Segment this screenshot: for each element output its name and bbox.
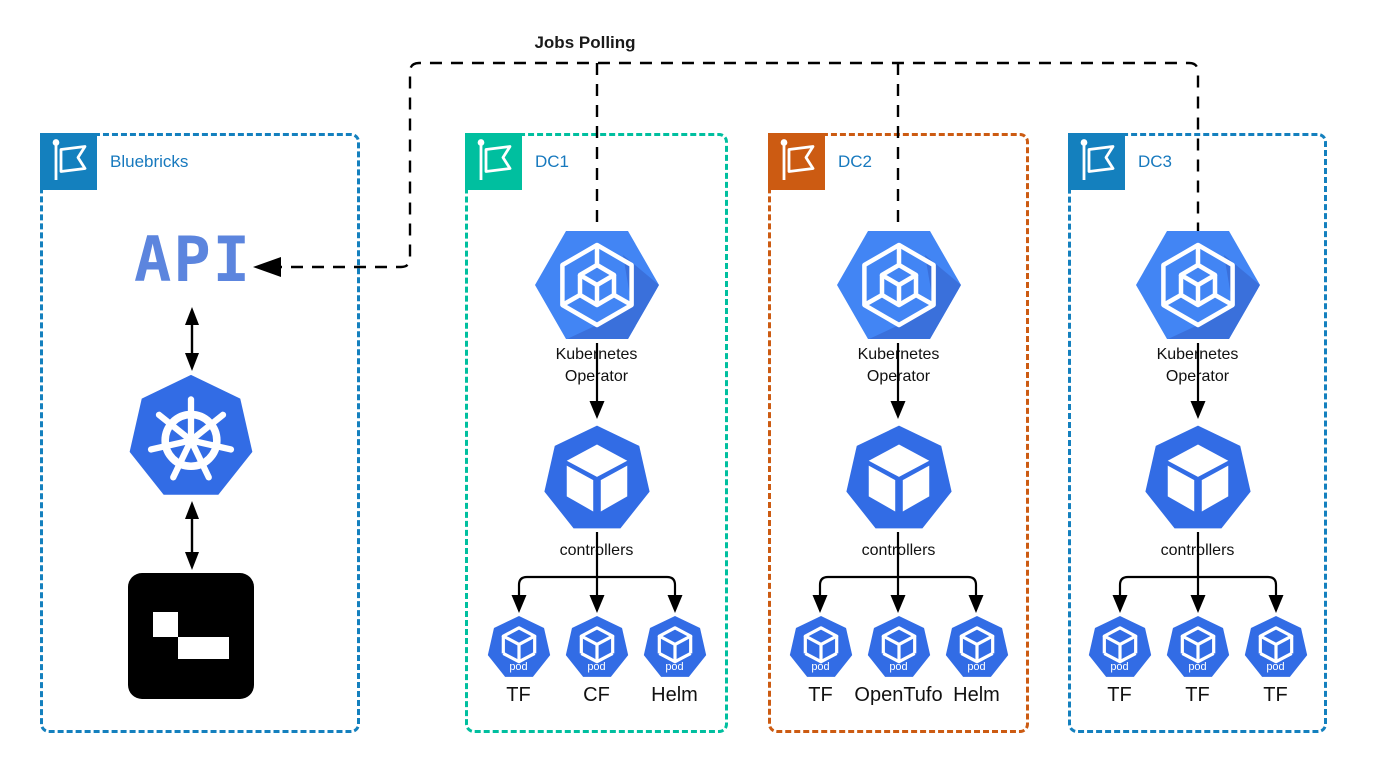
jobs-polling-dashed-line: [270, 61, 1200, 269]
pod-icon: pod: [487, 615, 551, 679]
pod-icon: pod: [565, 615, 629, 679]
kubernetes-operator-label: Kubernetes Operator: [1156, 346, 1239, 385]
pod-icon: pod: [1088, 615, 1152, 679]
kubernetes-operator-label: Kubernetes Operator: [555, 346, 638, 385]
pod-badge: pod: [967, 661, 986, 673]
pod-label: Helm: [953, 684, 1000, 706]
bluebricks-logo-rect: [178, 637, 229, 659]
controllers-label: controllers: [861, 542, 936, 559]
pod-icon: pod: [867, 615, 931, 679]
pod-icon: pod: [1244, 615, 1308, 679]
pod-label: TF: [808, 684, 833, 706]
controllers-label: controllers: [1160, 542, 1235, 559]
pod-badge: pod: [587, 661, 606, 673]
dc1-container: DC1 Kubernetes Operator controllers: [465, 133, 728, 733]
kubernetes-operator-label: Kubernetes Operator: [857, 346, 940, 385]
dc1-label: DC1: [535, 152, 570, 171]
bluebricks-logo-square: [153, 612, 178, 637]
pod-icon: pod: [789, 615, 853, 679]
jobs-polling-label: Jobs Polling: [534, 33, 636, 52]
pod-label: Helm: [651, 684, 698, 706]
pod-badge: pod: [889, 661, 908, 673]
kubernetes-wheel-icon: [129, 374, 253, 495]
dc3-label: DC3: [1138, 152, 1173, 171]
pod-badge: pod: [1266, 661, 1285, 673]
pod-icon: pod: [945, 615, 1009, 679]
gke-hexagon-icon: [836, 231, 961, 339]
gke-hexagon-icon: [1135, 231, 1260, 339]
controllers-icon: [845, 425, 952, 529]
flag-icon: [40, 133, 97, 190]
dc3-container: DC3 Kubernetes Operator controllers: [1068, 133, 1327, 733]
flag-icon: [465, 133, 522, 190]
bluebricks-logo: [128, 573, 254, 699]
flag-icon: [1068, 133, 1125, 190]
pod-icon: pod: [643, 615, 707, 679]
pod-badge: pod: [1188, 661, 1207, 673]
pod-label: TF: [506, 684, 531, 706]
pod-icon: pod: [1166, 615, 1230, 679]
pod-badge: pod: [665, 661, 684, 673]
pod-badge: pod: [1110, 661, 1129, 673]
bluebricks-container: Bluebricks API: [40, 133, 360, 733]
pod-badge: pod: [811, 661, 830, 673]
pod-label: OpenTufo: [854, 684, 943, 706]
pod-label: CF: [583, 684, 610, 706]
dc2-label: DC2: [838, 152, 873, 171]
dc2-container: DC2 Kubernetes Operator controllers: [768, 133, 1029, 733]
controllers-icon: [1144, 425, 1251, 529]
bluebricks-label: Bluebricks: [110, 152, 189, 171]
flag-icon: [768, 133, 825, 190]
api-logo: API: [134, 223, 252, 296]
pod-label: TF: [1185, 684, 1210, 706]
pod-label: TF: [1107, 684, 1132, 706]
gke-hexagon-icon: [534, 231, 659, 339]
controllers-icon: [543, 425, 650, 529]
pod-badge: pod: [509, 661, 528, 673]
pod-label: TF: [1263, 684, 1288, 706]
controllers-label: controllers: [559, 542, 634, 559]
